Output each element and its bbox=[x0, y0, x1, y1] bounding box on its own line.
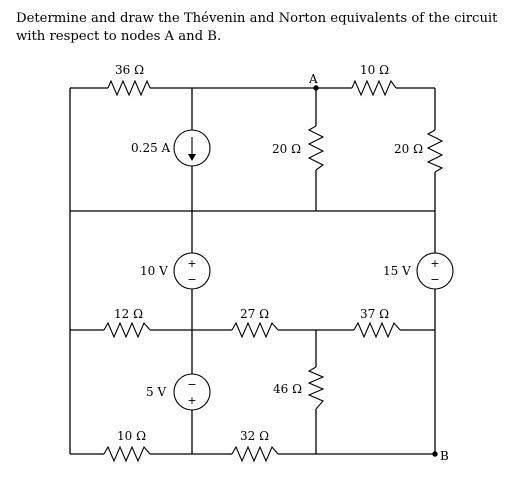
resistor-36-ohm bbox=[107, 79, 151, 97]
resistor-12-label: 12 Ω bbox=[114, 307, 143, 321]
plus-sign: + bbox=[187, 394, 196, 407]
resistor-12-ohm bbox=[103, 321, 151, 339]
voltage-source-15v-label: 15 V bbox=[383, 264, 411, 278]
resistor-10-ohm-bottom bbox=[103, 445, 151, 463]
voltage-source-5v: − + bbox=[173, 373, 211, 411]
resistor-32-label: 32 Ω bbox=[240, 429, 269, 443]
voltage-source-15v: + − bbox=[416, 252, 454, 290]
resistor-10-top-label: 10 Ω bbox=[360, 63, 389, 77]
resistor-37-label: 37 Ω bbox=[360, 307, 389, 321]
current-source-0-25a bbox=[173, 129, 211, 167]
wires bbox=[69, 87, 436, 455]
resistor-27-label: 27 Ω bbox=[240, 307, 269, 321]
node-b-label: B bbox=[440, 449, 449, 463]
resistor-20-ohm-right bbox=[426, 129, 444, 173]
resistor-37-ohm bbox=[353, 321, 401, 339]
resistor-10-bottom-label: 10 Ω bbox=[117, 429, 146, 443]
resistor-20-middle-label: 20 Ω bbox=[272, 142, 301, 156]
resistor-27-ohm bbox=[231, 321, 279, 339]
resistor-36-label: 36 Ω bbox=[115, 63, 144, 77]
resistor-32-ohm bbox=[231, 445, 279, 463]
resistor-20-ohm-middle bbox=[307, 125, 325, 171]
voltage-source-5v-label: 5 V bbox=[146, 385, 166, 399]
minus-sign: − bbox=[187, 273, 196, 286]
problem-statement: Determine and draw the Thévenin and Nort… bbox=[16, 11, 498, 44]
resistor-20-right-label: 20 Ω bbox=[394, 142, 423, 156]
resistor-10-ohm-top bbox=[351, 79, 397, 97]
current-source-label: 0.25 A bbox=[131, 141, 171, 155]
node-a-label: A bbox=[308, 72, 318, 86]
resistor-46-ohm bbox=[307, 366, 325, 410]
node-a-dot bbox=[313, 85, 319, 91]
plus-sign: + bbox=[430, 257, 439, 270]
voltage-source-10v: + − bbox=[173, 252, 211, 290]
arrow-down-icon bbox=[188, 154, 196, 161]
resistor-46-label: 46 Ω bbox=[273, 382, 302, 396]
voltage-source-10v-label: 10 V bbox=[140, 264, 168, 278]
node-b-dot bbox=[432, 451, 438, 457]
minus-sign: − bbox=[187, 378, 196, 391]
plus-sign: + bbox=[187, 257, 196, 270]
minus-sign: − bbox=[430, 273, 439, 286]
